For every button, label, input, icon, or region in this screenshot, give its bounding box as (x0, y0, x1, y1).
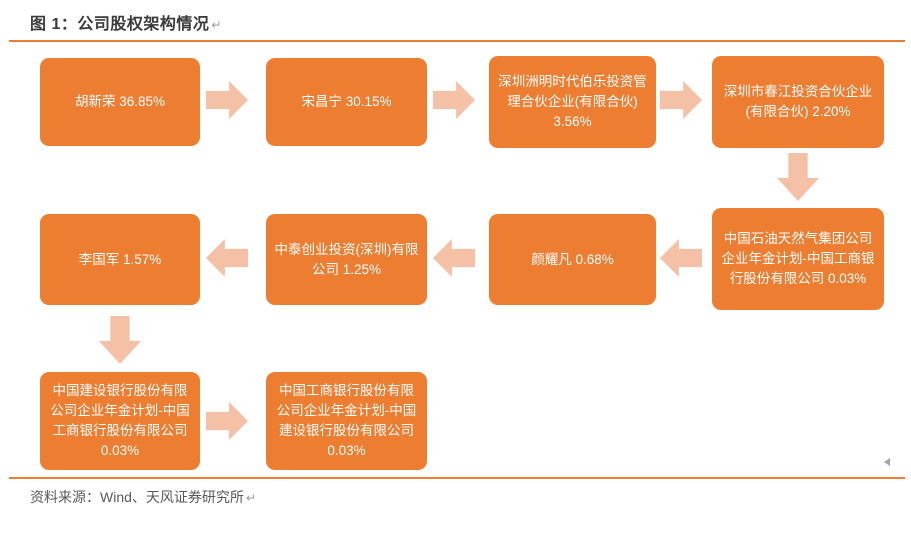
left-triangle-marker-icon (884, 458, 890, 466)
node-hu-xinrong: 胡新荣 36.85% (40, 58, 200, 146)
source-text: 资料来源：Wind、天风证券研究所 (30, 489, 244, 505)
node-li-guojun: 李国军 1.57% (40, 214, 200, 305)
node-song-changning: 宋昌宁 30.15% (266, 58, 427, 146)
left-arrow-icon (206, 239, 248, 277)
down-arrow-icon (777, 153, 819, 201)
node-yan-yaofan: 颜耀凡 0.68% (489, 214, 656, 305)
left-arrow-icon (660, 239, 702, 277)
paragraph-mark-icon: ↵ (245, 491, 256, 505)
source-line: 资料来源：Wind、天风证券研究所↵ (30, 487, 256, 507)
right-arrow-icon (206, 81, 248, 119)
node-ccb-annuity: 中国建设银行股份有限公司企业年金计划-中国工商银行股份有限公司 0.03% (40, 372, 200, 470)
left-arrow-icon (433, 239, 475, 277)
figure-title: 图 1：公司股权架构情况↵ (30, 10, 222, 34)
right-arrow-icon (206, 402, 248, 440)
right-arrow-icon (433, 81, 475, 119)
node-icbc-annuity: 中国工商银行股份有限公司企业年金计划-中国建设银行股份有限公司 0.03% (266, 372, 427, 470)
figure-title-text: 图 1：公司股权架构情况 (30, 16, 210, 33)
paragraph-mark-icon: ↵ (211, 18, 222, 32)
top-divider (9, 40, 905, 42)
node-chunjiang-investment: 深圳市春江投资合伙企业(有限合伙) 2.20% (712, 56, 884, 148)
node-zhongtai-venture: 中泰创业投资(深圳)有限公司 1.25% (266, 214, 427, 305)
down-arrow-icon (99, 316, 141, 364)
node-zhouming-times-bole: 深圳洲明时代伯乐投资管理合伙企业(有限合伙) 3.56% (489, 56, 656, 148)
right-arrow-icon (660, 81, 702, 119)
node-cnpc-annuity: 中国石油天然气集团公司企业年金计划-中国工商银行股份有限公司 0.03% (712, 208, 884, 310)
bottom-divider (9, 477, 905, 479)
